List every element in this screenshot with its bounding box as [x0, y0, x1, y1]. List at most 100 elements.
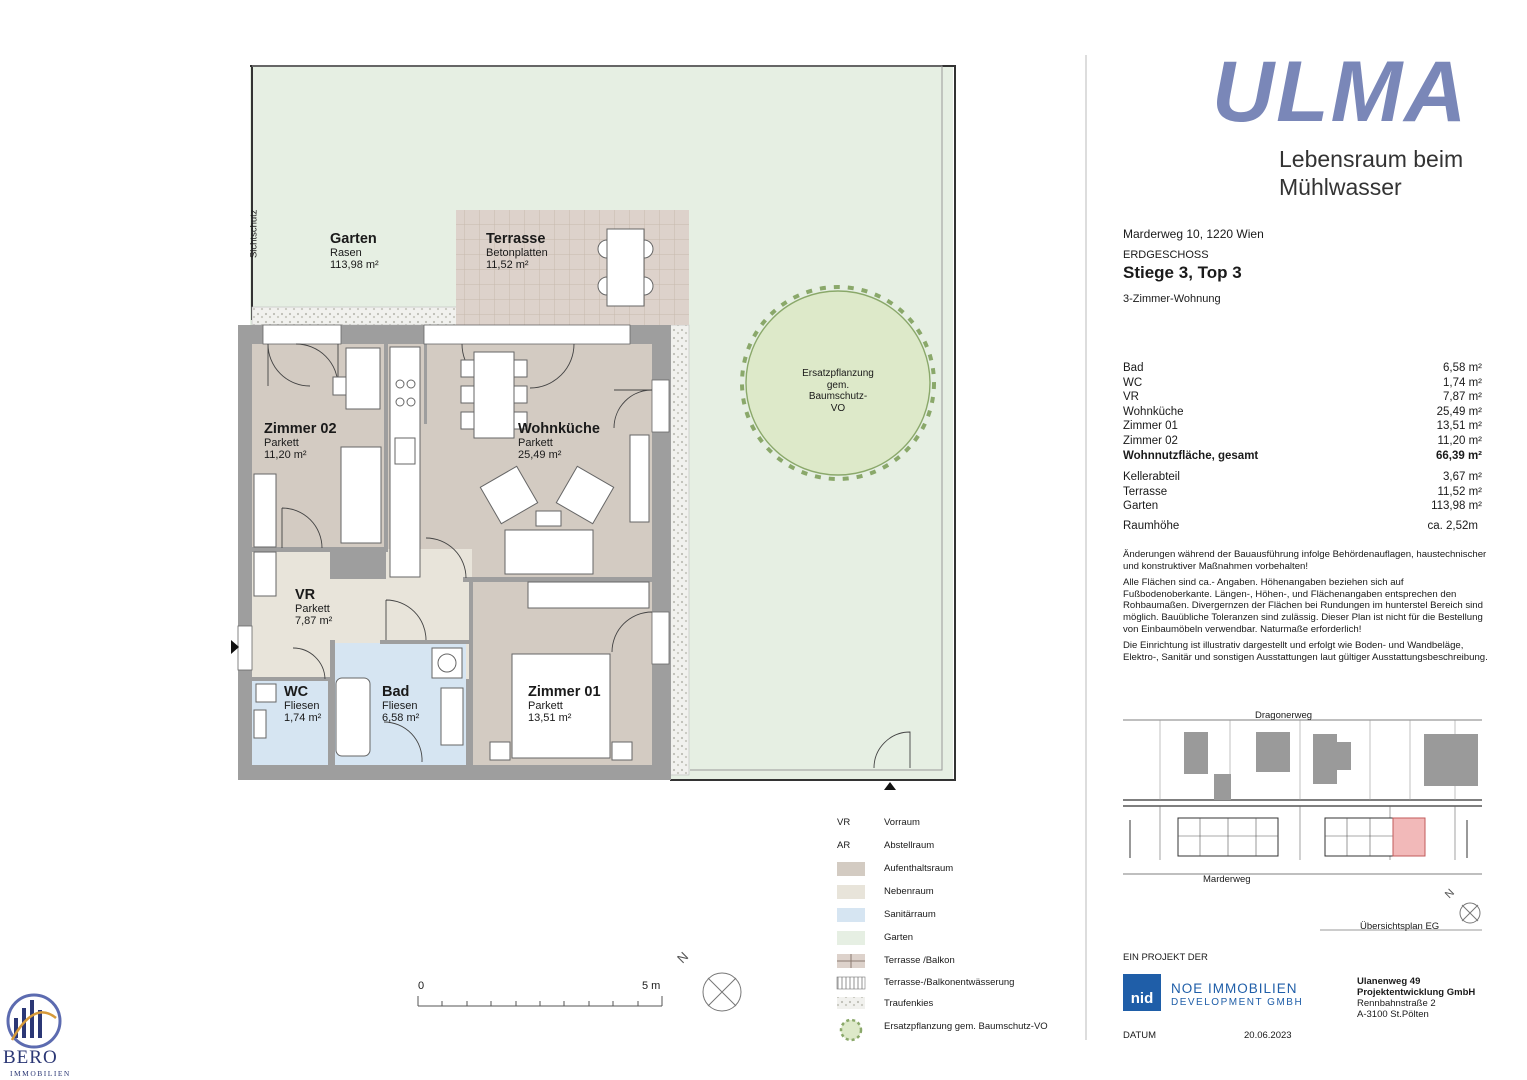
- vr-lower-floor: [252, 631, 334, 679]
- tagline-line1: Lebensraum beim: [1279, 146, 1464, 172]
- area-label: VR: [1123, 391, 1139, 404]
- legend-label-aufenthaltsraum: Aufenthaltsraum: [884, 863, 954, 874]
- room-name: Wohnküche: [518, 421, 600, 437]
- room-name: Garten: [330, 231, 377, 247]
- area-row-wc: WC 1,74 m²: [1123, 376, 1482, 391]
- area-value: 13,51 m²: [1436, 420, 1482, 433]
- area-value: 11,20 m²: [1437, 434, 1482, 447]
- area-row-vr: VR 7,87 m²: [1123, 390, 1482, 405]
- tv-unit: [629, 434, 650, 523]
- legend-swatches: [836, 862, 866, 1042]
- north-arrow: [702, 972, 742, 1012]
- wc-sink: [253, 709, 267, 739]
- sofa: [504, 529, 594, 575]
- nid-logo-box: [1123, 974, 1161, 1011]
- legend-label-vorraum: Vorraum: [884, 817, 920, 828]
- area-value: 7,87 m²: [1443, 391, 1482, 404]
- scale-end-label: 5 m: [642, 980, 661, 992]
- room-material: Parkett: [528, 700, 563, 712]
- room-name: WC: [284, 684, 309, 700]
- label-wohnkueche: Wohnküche Parkett 25,49 m²: [518, 421, 600, 461]
- hob4: [406, 397, 416, 407]
- room-material: Fliesen: [382, 700, 418, 712]
- room-area: 11,52 m²: [486, 259, 529, 271]
- garden-hedge-line: [252, 65, 943, 771]
- legend-label-garten: Garten: [884, 932, 914, 943]
- tree-label-line1: Ersatzpflanzung: [802, 368, 874, 379]
- room-material: Rasen: [330, 247, 362, 259]
- room-material: Fliesen: [284, 700, 320, 712]
- legend-label-terrasse: Terrasse /Balkon: [884, 955, 955, 966]
- area-label: WC: [1123, 376, 1143, 389]
- siteplan-street-bottom: Marderweg: [1203, 874, 1251, 885]
- note-2: Alle Flächen sind ca.- Angaben. Höhenang…: [1123, 577, 1483, 635]
- windows: [237, 324, 670, 671]
- area-label: Garten: [1123, 500, 1159, 513]
- area-value: 1,74 m²: [1443, 376, 1482, 389]
- noe-line2: DEVELOPMENT GMBH: [1171, 997, 1304, 1008]
- wardrobe-vr: [253, 551, 277, 597]
- note-3: Die Einrichtung ist illustrativ dargeste…: [1123, 640, 1488, 663]
- hob2: [406, 379, 416, 389]
- legend-label-abstellraum: Abstellraum: [884, 840, 935, 851]
- room-name: Bad: [382, 684, 410, 700]
- area-value: 6,58 m²: [1443, 362, 1482, 374]
- legend-label-nebenraum: Nebenraum: [884, 886, 934, 897]
- bero-logo-text: BERO: [3, 1047, 58, 1068]
- tree-label-line3: Baumschutz-: [808, 391, 868, 402]
- datum-value: 20.06.2023: [1244, 1030, 1292, 1041]
- terrace-table: [597, 228, 654, 307]
- room-name: VR: [295, 587, 316, 603]
- room-area: 11,20 m²: [264, 449, 307, 461]
- entrance-arrow-left: [231, 640, 239, 654]
- area-label: Raumhöhe: [1123, 520, 1180, 532]
- label-terrasse: Terrasse Betonplatten 11,52 m²: [486, 231, 548, 271]
- tree-label-line4: VO: [830, 402, 846, 414]
- room-name: Terrasse: [486, 231, 546, 247]
- company-line1: Ulanenweg 49: [1357, 976, 1421, 987]
- label-zimmer02: Zimmer 02 Parkett 11,20 m²: [264, 421, 337, 461]
- noe-logo: NOE IMMOBILIEN DEVELOPMENT GMBH: [1171, 981, 1303, 1009]
- nightstand-l: [489, 741, 511, 761]
- company-block: Ulanenweg 49 Projektentwicklung GmbH Ren…: [1357, 976, 1475, 1020]
- label-vr: VR Parkett 7,87 m²: [295, 587, 332, 627]
- room-material: Parkett: [518, 437, 553, 449]
- noe-line1: NOE IMMOBILIEN: [1171, 981, 1298, 996]
- entrance-arrow-bottom: [884, 782, 896, 790]
- notes: Änderungen während der Bauausführung inf…: [1123, 549, 1489, 663]
- area-label: Wohnküche: [1123, 405, 1184, 418]
- ulma-logo: ULMA: [1212, 44, 1469, 140]
- area-label: Bad: [1123, 362, 1144, 374]
- sink: [394, 437, 416, 465]
- area-row-bad: Bad 6,58 m²: [1123, 361, 1482, 376]
- scale-start-label: 0: [418, 980, 425, 992]
- legend-label-entwaesserung: Terrasse-/Balkonentwässerung: [884, 977, 1015, 988]
- company-line4: A-3100 St.Pölten: [1357, 1009, 1429, 1020]
- gravel-strip-top: [251, 306, 461, 326]
- label-bad: Bad Fliesen 6,58 m²: [382, 684, 419, 724]
- nightstand-r: [611, 741, 633, 761]
- note-1: Änderungen während der Bauausführung inf…: [1123, 549, 1487, 572]
- room-name: Zimmer 02: [264, 421, 337, 437]
- unit-type: 3-Zimmer-Wohnung: [1123, 293, 1221, 305]
- bero-logo-mark: [6, 993, 62, 1049]
- shower-or-tub2: [440, 687, 464, 746]
- room-area: 25,49 m²: [518, 449, 562, 461]
- area-value: 113,98 m²: [1431, 500, 1482, 513]
- desk: [345, 347, 381, 410]
- room-name: Zimmer 01: [528, 684, 601, 700]
- project-label: EIN PROJEKT DER: [1123, 952, 1208, 963]
- siteplan-caption: Übersichtsplan EG: [1360, 921, 1440, 932]
- armchair-right: [555, 465, 615, 525]
- datum-label: DATUM: [1123, 1030, 1157, 1041]
- coffee-table: [535, 510, 562, 527]
- tree-label-line2: gem.: [826, 379, 850, 391]
